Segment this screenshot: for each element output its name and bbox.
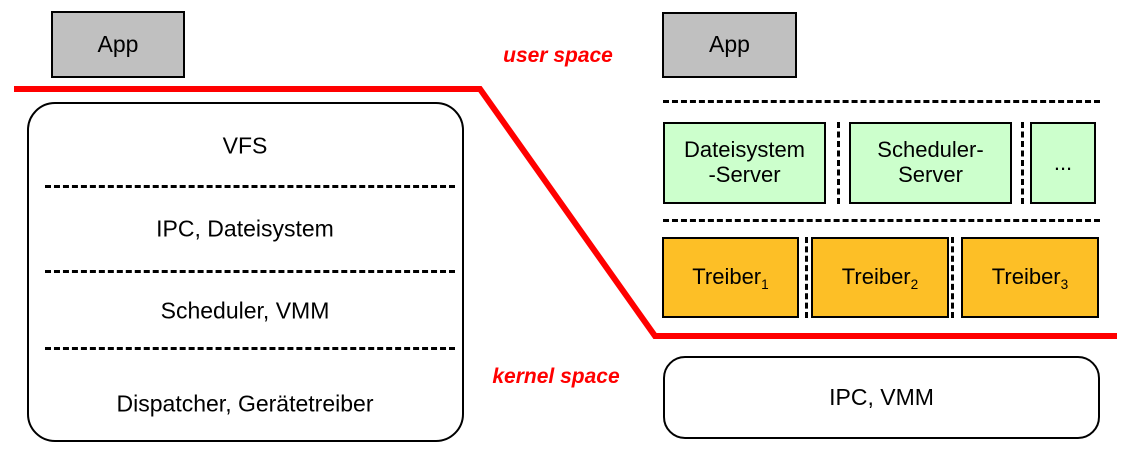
server-box-scheduler: Scheduler- Server (849, 122, 1012, 204)
microkernel-core-box: IPC, VMM (663, 356, 1100, 439)
driver-vseparator-1 (805, 237, 808, 318)
app-box-microkernel: App (662, 12, 797, 78)
mono-layer-vfs: VFS (222, 132, 268, 159)
micro-separator-middle (663, 219, 1100, 222)
mono-separator-1 (45, 185, 455, 188)
server-box-more-label: ... (1053, 149, 1073, 175)
kernel-space-label: kernel space (492, 365, 620, 388)
driver-box-3-name: Treiber (991, 264, 1061, 290)
driver-box-2-index: 2 (910, 276, 919, 292)
server-box-dateisystem-line2: -Server (708, 162, 781, 187)
driver-box-1-index: 1 (761, 276, 769, 292)
mono-separator-3 (45, 347, 455, 350)
driver-vseparator-2 (951, 237, 954, 318)
microkernel-core-label: IPC, VMM (829, 383, 934, 410)
mono-layer-ipc-dateisystem: IPC, Dateisystem (156, 215, 334, 242)
app-box-monolithic: App (51, 11, 185, 78)
driver-box-1-label: Treiber1 (692, 264, 769, 292)
driver-box-2: Treiber2 (811, 237, 949, 318)
driver-box-2-label: Treiber2 (841, 264, 919, 292)
app-box-microkernel-label: App (709, 31, 750, 58)
driver-box-3: Treiber3 (961, 237, 1099, 318)
mono-layer-scheduler-vmm: Scheduler, VMM (160, 297, 330, 324)
server-vseparator-1 (837, 122, 840, 204)
server-box-more: ... (1030, 122, 1096, 204)
server-box-dateisystem: Dateisystem -Server (663, 122, 826, 204)
app-box-monolithic-label: App (97, 30, 139, 57)
driver-box-3-label: Treiber3 (991, 264, 1069, 292)
micro-separator-top (663, 100, 1100, 103)
mono-layer-dispatcher-geraetetreiber: Dispatcher, Gerätetreiber (116, 390, 374, 417)
server-box-scheduler-line2: Server (898, 162, 963, 187)
server-vseparator-2 (1021, 122, 1024, 204)
driver-box-1: Treiber1 (662, 237, 799, 318)
server-box-dateisystem-line1: Dateisystem (683, 137, 806, 163)
driver-box-2-name: Treiber (841, 264, 911, 290)
driver-box-1-name: Treiber (692, 264, 762, 290)
driver-box-3-index: 3 (1060, 276, 1069, 292)
mono-separator-2 (45, 270, 455, 273)
user-space-label: user space (503, 44, 613, 67)
server-box-scheduler-line1: Scheduler- (877, 137, 984, 163)
